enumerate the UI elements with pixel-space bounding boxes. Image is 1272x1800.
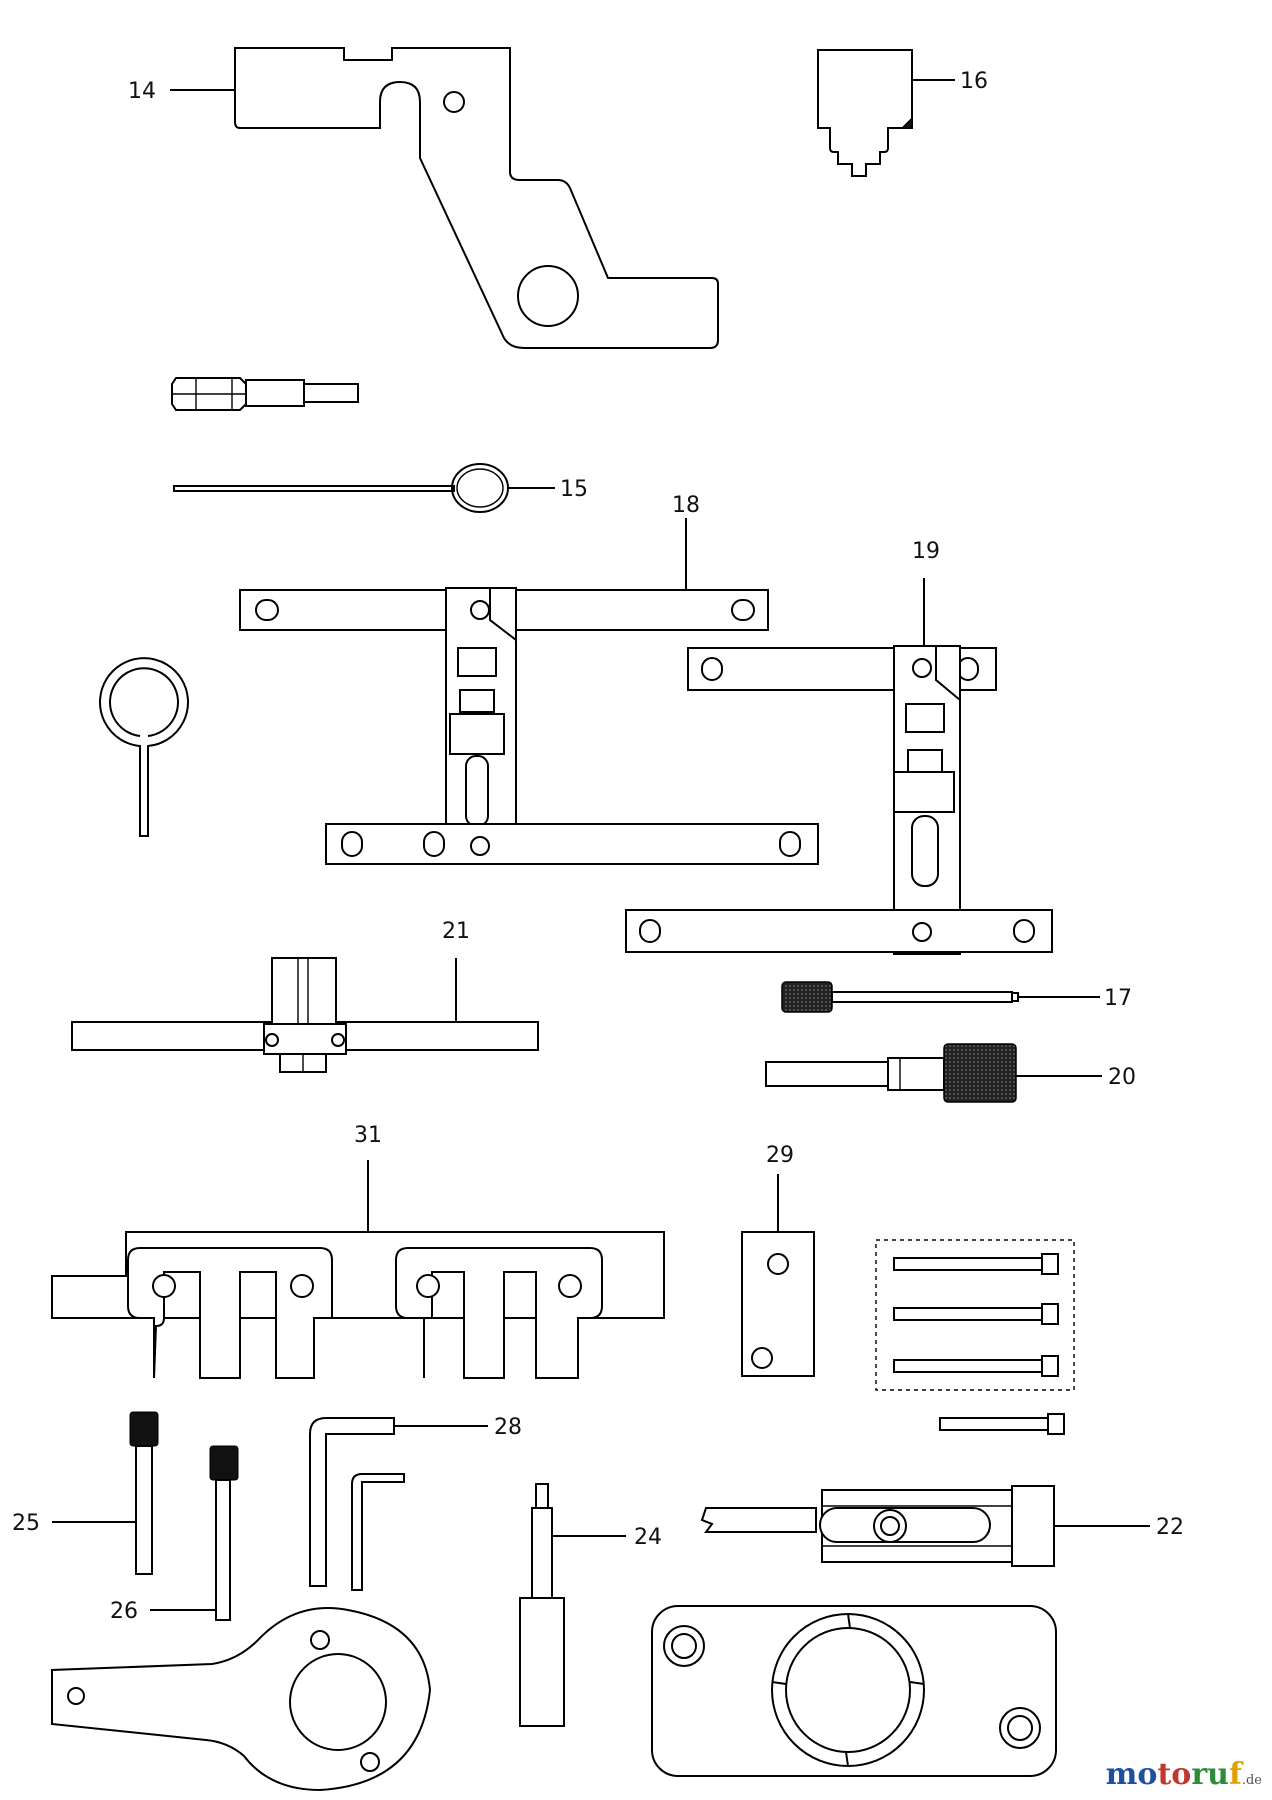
part-24-drift: 24 [519,1483,662,1727]
callout-15: 15 [560,477,588,502]
callout-21: 21 [442,919,470,944]
watermark-part: mo [1105,1757,1158,1792]
part-26-pin: 26 [110,1445,239,1624]
callout-22: 22 [1156,1515,1184,1540]
watermark-part: f [1228,1757,1242,1792]
part-28-hex-keys: 28 [309,1415,522,1591]
callout-25: 25 [12,1511,40,1536]
part-19-locking-bar: 19 [625,539,1053,955]
callout-29: 29 [766,1143,794,1168]
callout-17: 17 [1104,986,1132,1011]
part-16-cam-block: 16 [817,49,988,177]
holding-wrench [51,1607,432,1792]
watermark-logo: motoruf.de [1106,1757,1262,1792]
part-25-pin: 25 [12,1411,159,1575]
callout-26: 26 [110,1599,138,1624]
callout-19: 19 [912,539,940,564]
callout-24: 24 [634,1525,662,1550]
callout-14: 14 [128,79,156,104]
part-18-locking-bar: 18 [239,493,819,865]
snap-ring-pin [99,657,189,837]
watermark-part: ru [1191,1757,1229,1792]
part-29-plate: 29 [741,1143,815,1377]
callout-18: 18 [672,493,700,518]
callout-20: 20 [1108,1065,1136,1090]
part-17-knurled-pin: 17 [781,981,1132,1013]
part-22-adjuster: 22 [700,1485,1184,1567]
part-14-locking-bracket: 14 [128,47,719,349]
callout-31: 31 [354,1123,382,1148]
part-21-t-tool: 21 [71,919,539,1073]
part-31-holding-fixture: 31 [51,1123,665,1379]
hex-bit [171,377,359,411]
callout-28: 28 [494,1415,522,1440]
camshaft-plate [651,1605,1057,1777]
callout-16: 16 [960,69,988,94]
part-20-knurled-bolt: 20 [765,1043,1136,1103]
part-15-pin-ring: 15 [173,463,588,513]
watermark-part: to [1157,1757,1192,1792]
bolt-set [875,1239,1075,1435]
watermark-suffix: .de [1241,1773,1262,1788]
